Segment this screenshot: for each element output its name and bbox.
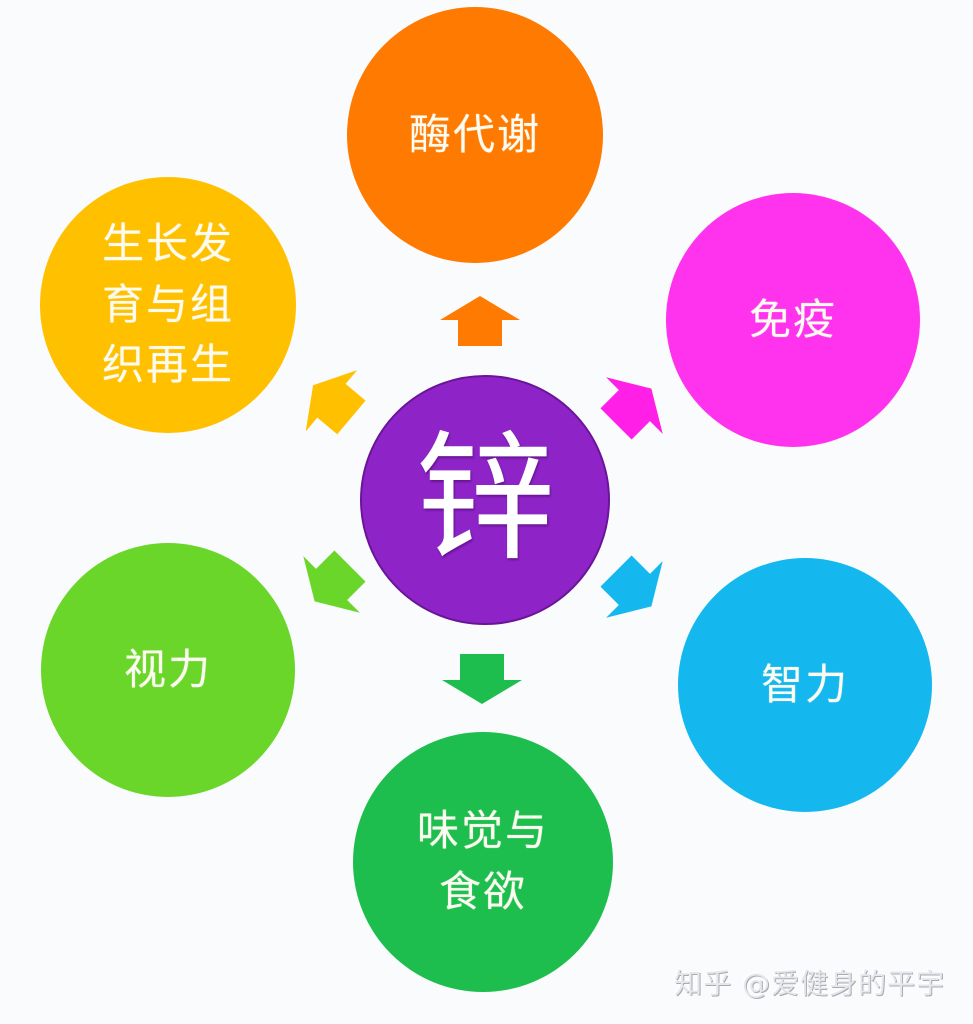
node-label: 味觉与 食欲 xyxy=(416,806,549,916)
arrow-icon-growth xyxy=(305,370,366,435)
node-label: 酶代谢 xyxy=(408,109,541,159)
arrow-icon-immunity xyxy=(600,377,663,440)
node-vision: 视力 xyxy=(41,543,295,797)
node-label: 免疫 xyxy=(748,294,837,344)
node-enzyme-metabolism: 酶代谢 xyxy=(347,7,603,263)
node-label: 生长发 育与组 织再生 xyxy=(101,218,234,390)
node-immunity: 免疫 xyxy=(666,193,920,447)
arrow-icon-intelligence xyxy=(600,555,663,618)
node-taste-and-appetite: 味觉与 食欲 xyxy=(353,732,613,992)
watermark: 知乎 @爱健身的平宇 xyxy=(674,967,945,1000)
node-label: 智力 xyxy=(760,659,849,709)
node-label: 视力 xyxy=(123,644,212,694)
center-label: 锌 xyxy=(414,418,555,581)
arrow-icon-vision xyxy=(303,550,366,613)
center-node-zinc: 锌 xyxy=(360,375,610,625)
arrow-icon-taste xyxy=(442,654,522,704)
arrow-icon-enzyme xyxy=(440,296,520,346)
node-growth-and-tissue-regeneration: 生长发 育与组 织再生 xyxy=(40,177,296,433)
node-intelligence: 智力 xyxy=(678,558,932,812)
